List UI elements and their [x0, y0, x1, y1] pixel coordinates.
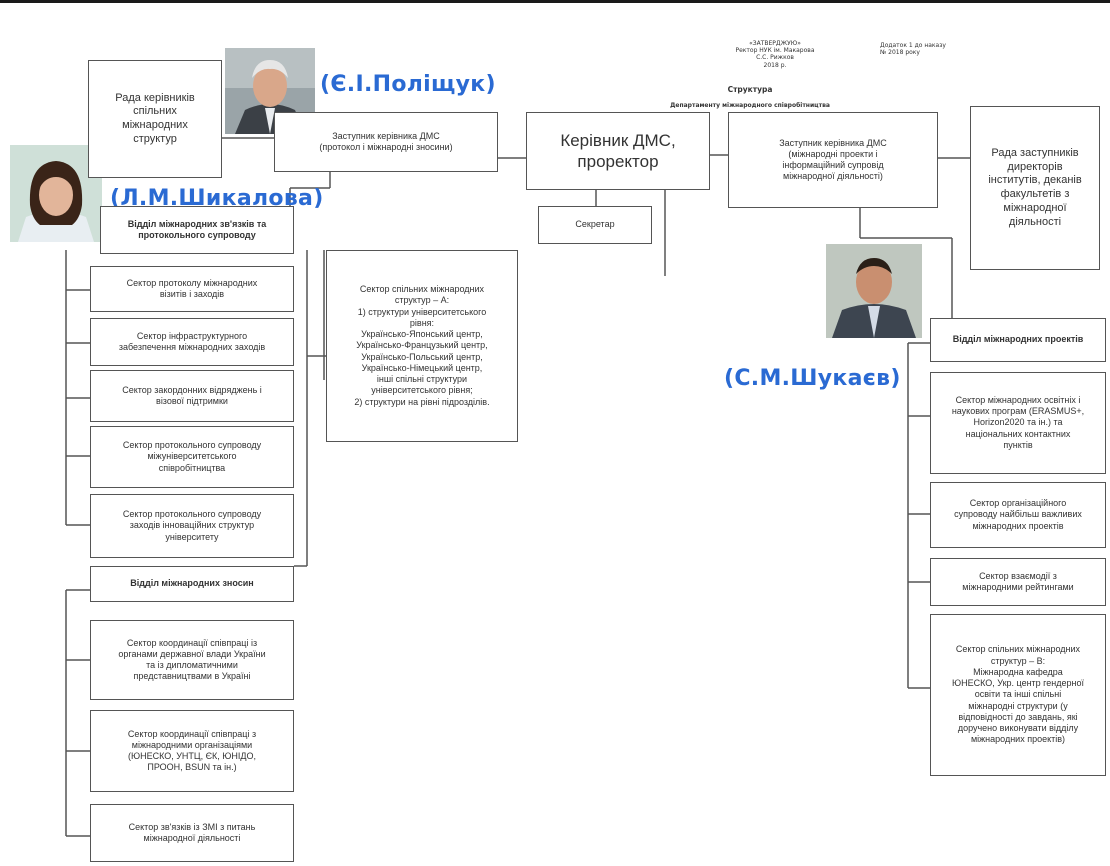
- title-line-2: Департаменту міжнародного співробітництв…: [670, 101, 830, 109]
- box-joint-b: Сектор спільних міжнародних структур – В…: [930, 614, 1106, 776]
- box-sector-orgs: Сектор координації співпраці з міжнародн…: [90, 710, 294, 792]
- box-dept-relations-2: Відділ міжнародних зносин: [90, 566, 294, 602]
- box-council-deputies: Рада заступників директорів інститутів, …: [970, 106, 1100, 270]
- box-sector-protocol-visits: Сектор протоколу міжнародних візитів і з…: [90, 266, 294, 312]
- box-deputy-left: Заступник керівника ДМС (протокол і міжн…: [274, 112, 498, 172]
- box-sector-infra: Сектор інфраструктурного забезпечення мі…: [90, 318, 294, 366]
- name-polishchuk: (Є.І.Поліщук): [320, 72, 496, 97]
- box-sector-interuni: Сектор протокольного супроводу міжунівер…: [90, 426, 294, 488]
- name-shukaiev: (С.М.Шукаєв): [724, 366, 901, 391]
- box-sector-media: Сектор зв'язків із ЗМІ з питань міжнарод…: [90, 804, 294, 862]
- box-joint-a: Сектор спільних міжнародних структур – А…: [326, 250, 518, 442]
- box-sector-trips: Сектор закордонних відряджень і візової …: [90, 370, 294, 422]
- box-sector-ratings: Сектор взаємодії з міжнародними рейтинга…: [930, 558, 1106, 606]
- box-secretary: Секретар: [538, 206, 652, 244]
- portrait-icon: [826, 244, 922, 338]
- box-council-heads: Рада керівників спільних міжнародних стр…: [88, 60, 222, 178]
- box-head: Керівник ДМС, проректор: [526, 112, 710, 190]
- box-sector-gov: Сектор координації співпраці із органами…: [90, 620, 294, 700]
- box-sector-innov: Сектор протокольного супроводу заходів і…: [90, 494, 294, 558]
- portrait-icon: [10, 145, 102, 242]
- top-divider: [0, 0, 1110, 3]
- appendix-note: Додаток 1 до наказу № 2018 року: [880, 42, 946, 57]
- box-sector-org-support: Сектор організаційного супроводу найбіль…: [930, 482, 1106, 548]
- box-sector-programs: Сектор міжнародних освітніх і наукових п…: [930, 372, 1106, 474]
- box-deputy-right: Заступник керівника ДМС (міжнародні прое…: [728, 112, 938, 208]
- approval-stamp: «ЗАТВЕРДЖУЮ» Ректор НУК ім. Макарова С.С…: [735, 40, 815, 69]
- photo-shykalova: [10, 145, 102, 242]
- document-title: Структура Департаменту міжнародного спів…: [580, 78, 920, 109]
- photo-shukaiev: [826, 244, 922, 338]
- title-line-1: Структура: [727, 85, 773, 95]
- box-dept-projects: Відділ міжнародних проектів: [930, 318, 1106, 362]
- box-dept-relations: Відділ міжнародних зв'язків та протоколь…: [100, 206, 294, 254]
